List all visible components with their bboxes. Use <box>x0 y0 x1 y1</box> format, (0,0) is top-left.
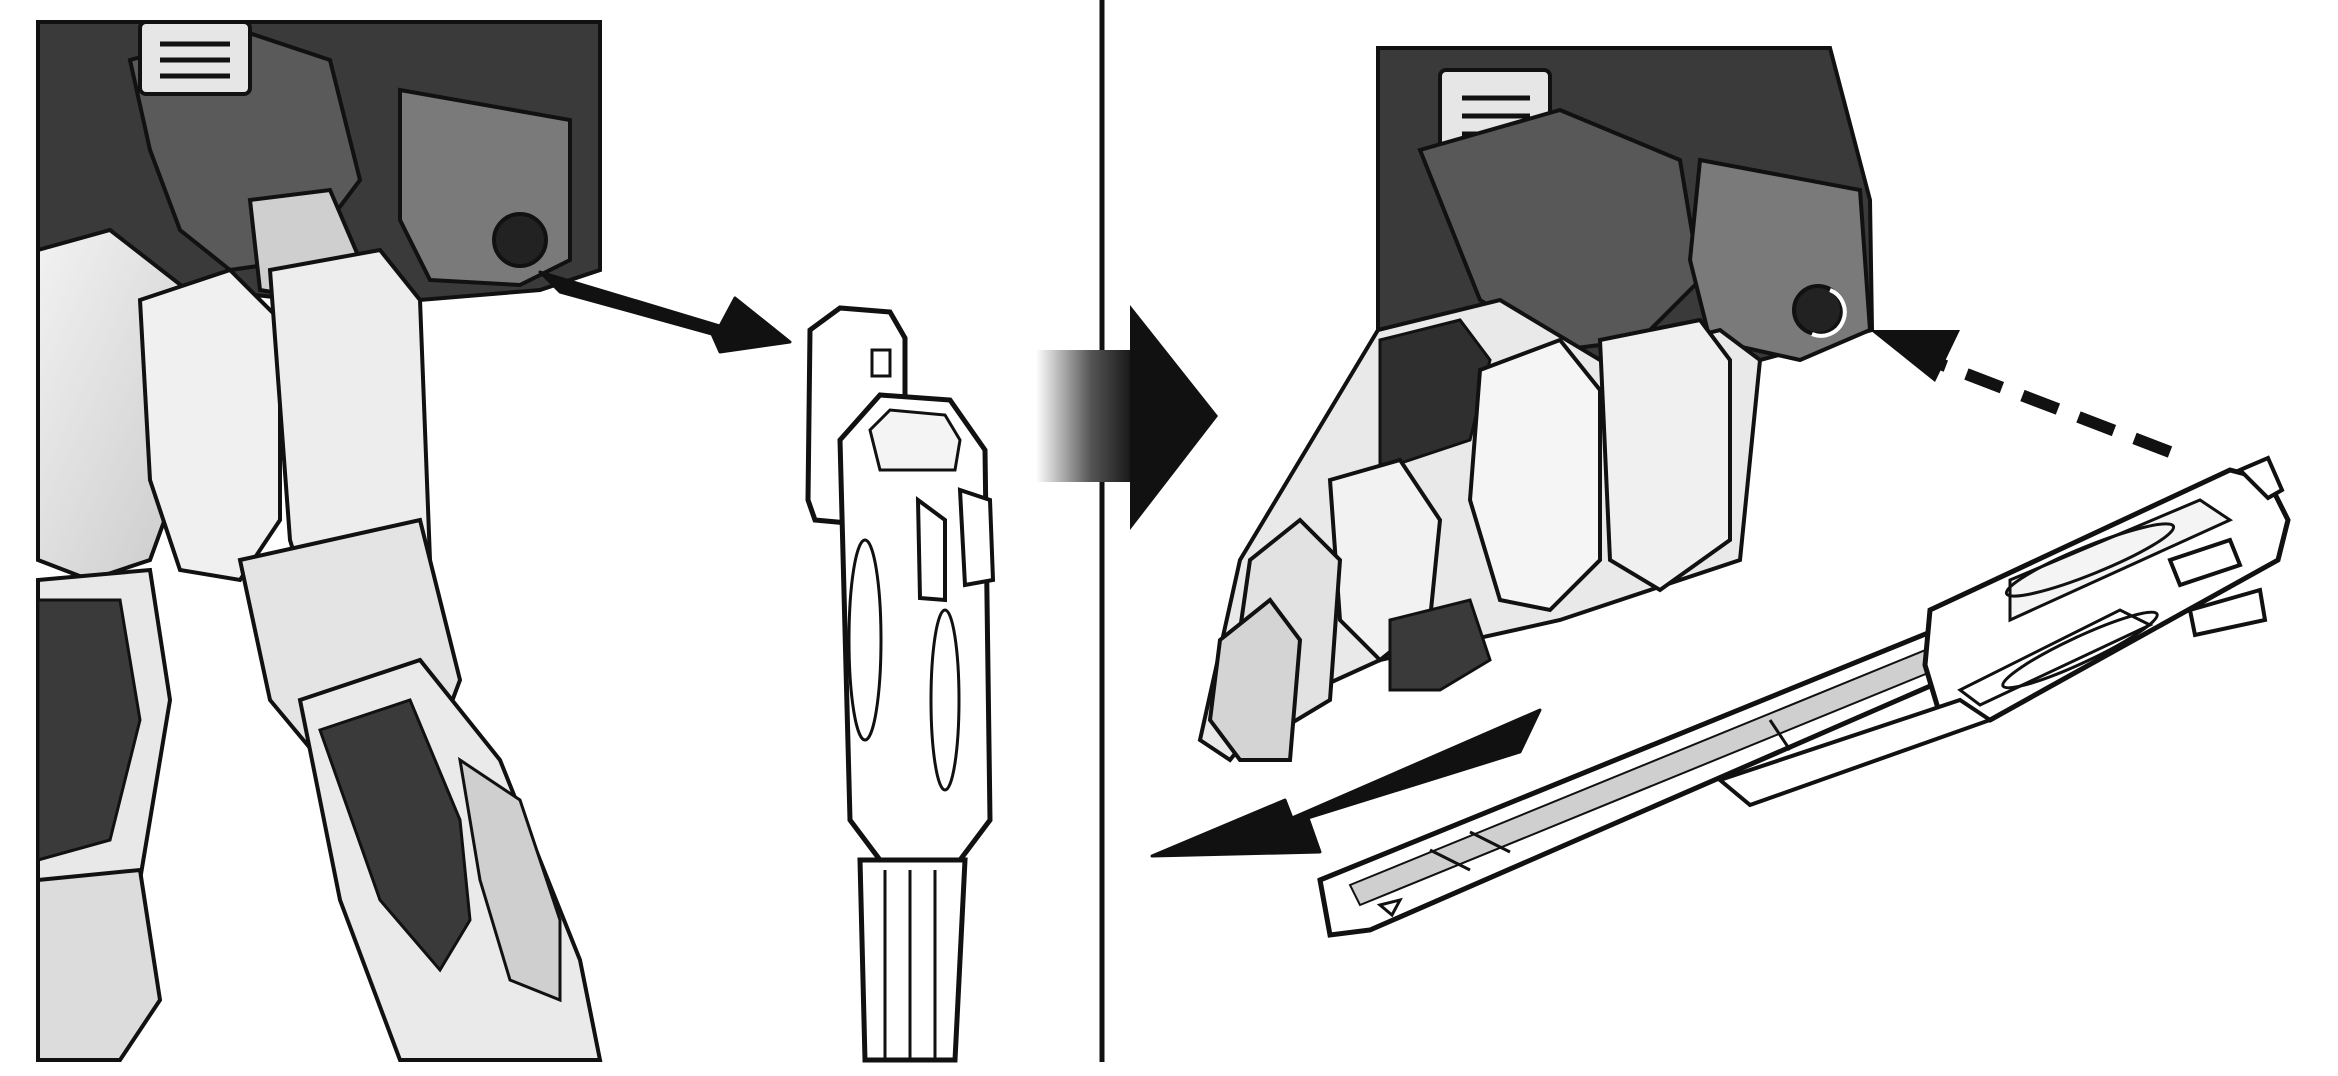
right-panel <box>1152 48 2288 935</box>
left-saber-hilt <box>808 308 993 1060</box>
left-connector-peg <box>494 214 546 266</box>
left-panel <box>38 22 993 1060</box>
left-robot-figure <box>38 22 600 1060</box>
right-robot-figure <box>1200 48 1872 760</box>
transition-arrow-right-icon <box>1036 305 1218 530</box>
dashed-arrow-left-icon <box>1870 330 2170 452</box>
solid-arrow-right-icon <box>540 272 790 352</box>
